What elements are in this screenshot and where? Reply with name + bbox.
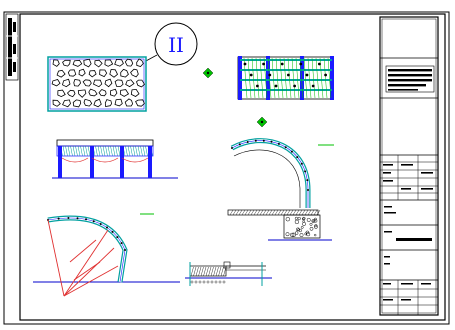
title-block-drawing-name-row: [384, 231, 432, 241]
curved-arbor-elevation: [227, 138, 334, 241]
detail-callout-marker: II: [143, 22, 198, 66]
fan-shaped-plan: [33, 213, 180, 297]
drawing-frame: [19, 13, 446, 321]
callout-label: II: [168, 33, 184, 57]
title-block-project-row: [384, 206, 396, 214]
title-block-signature-row: [380, 280, 438, 315]
pergola-elevation: [52, 139, 178, 179]
bottom-section-detail: [185, 261, 272, 286]
title-block-stripe-table: [385, 65, 435, 93]
stone-paving-plan: [47, 56, 147, 112]
binding-strip: [5, 13, 19, 81]
title-block-notes-row: [384, 256, 390, 265]
title-block-grid: [380, 155, 438, 200]
sheet-border: [3, 11, 450, 325]
title-block: [379, 16, 439, 316]
trellis-elevation-top: [237, 56, 334, 100]
section-marker-a: [202, 67, 214, 79]
section-marker-b: [256, 116, 268, 128]
